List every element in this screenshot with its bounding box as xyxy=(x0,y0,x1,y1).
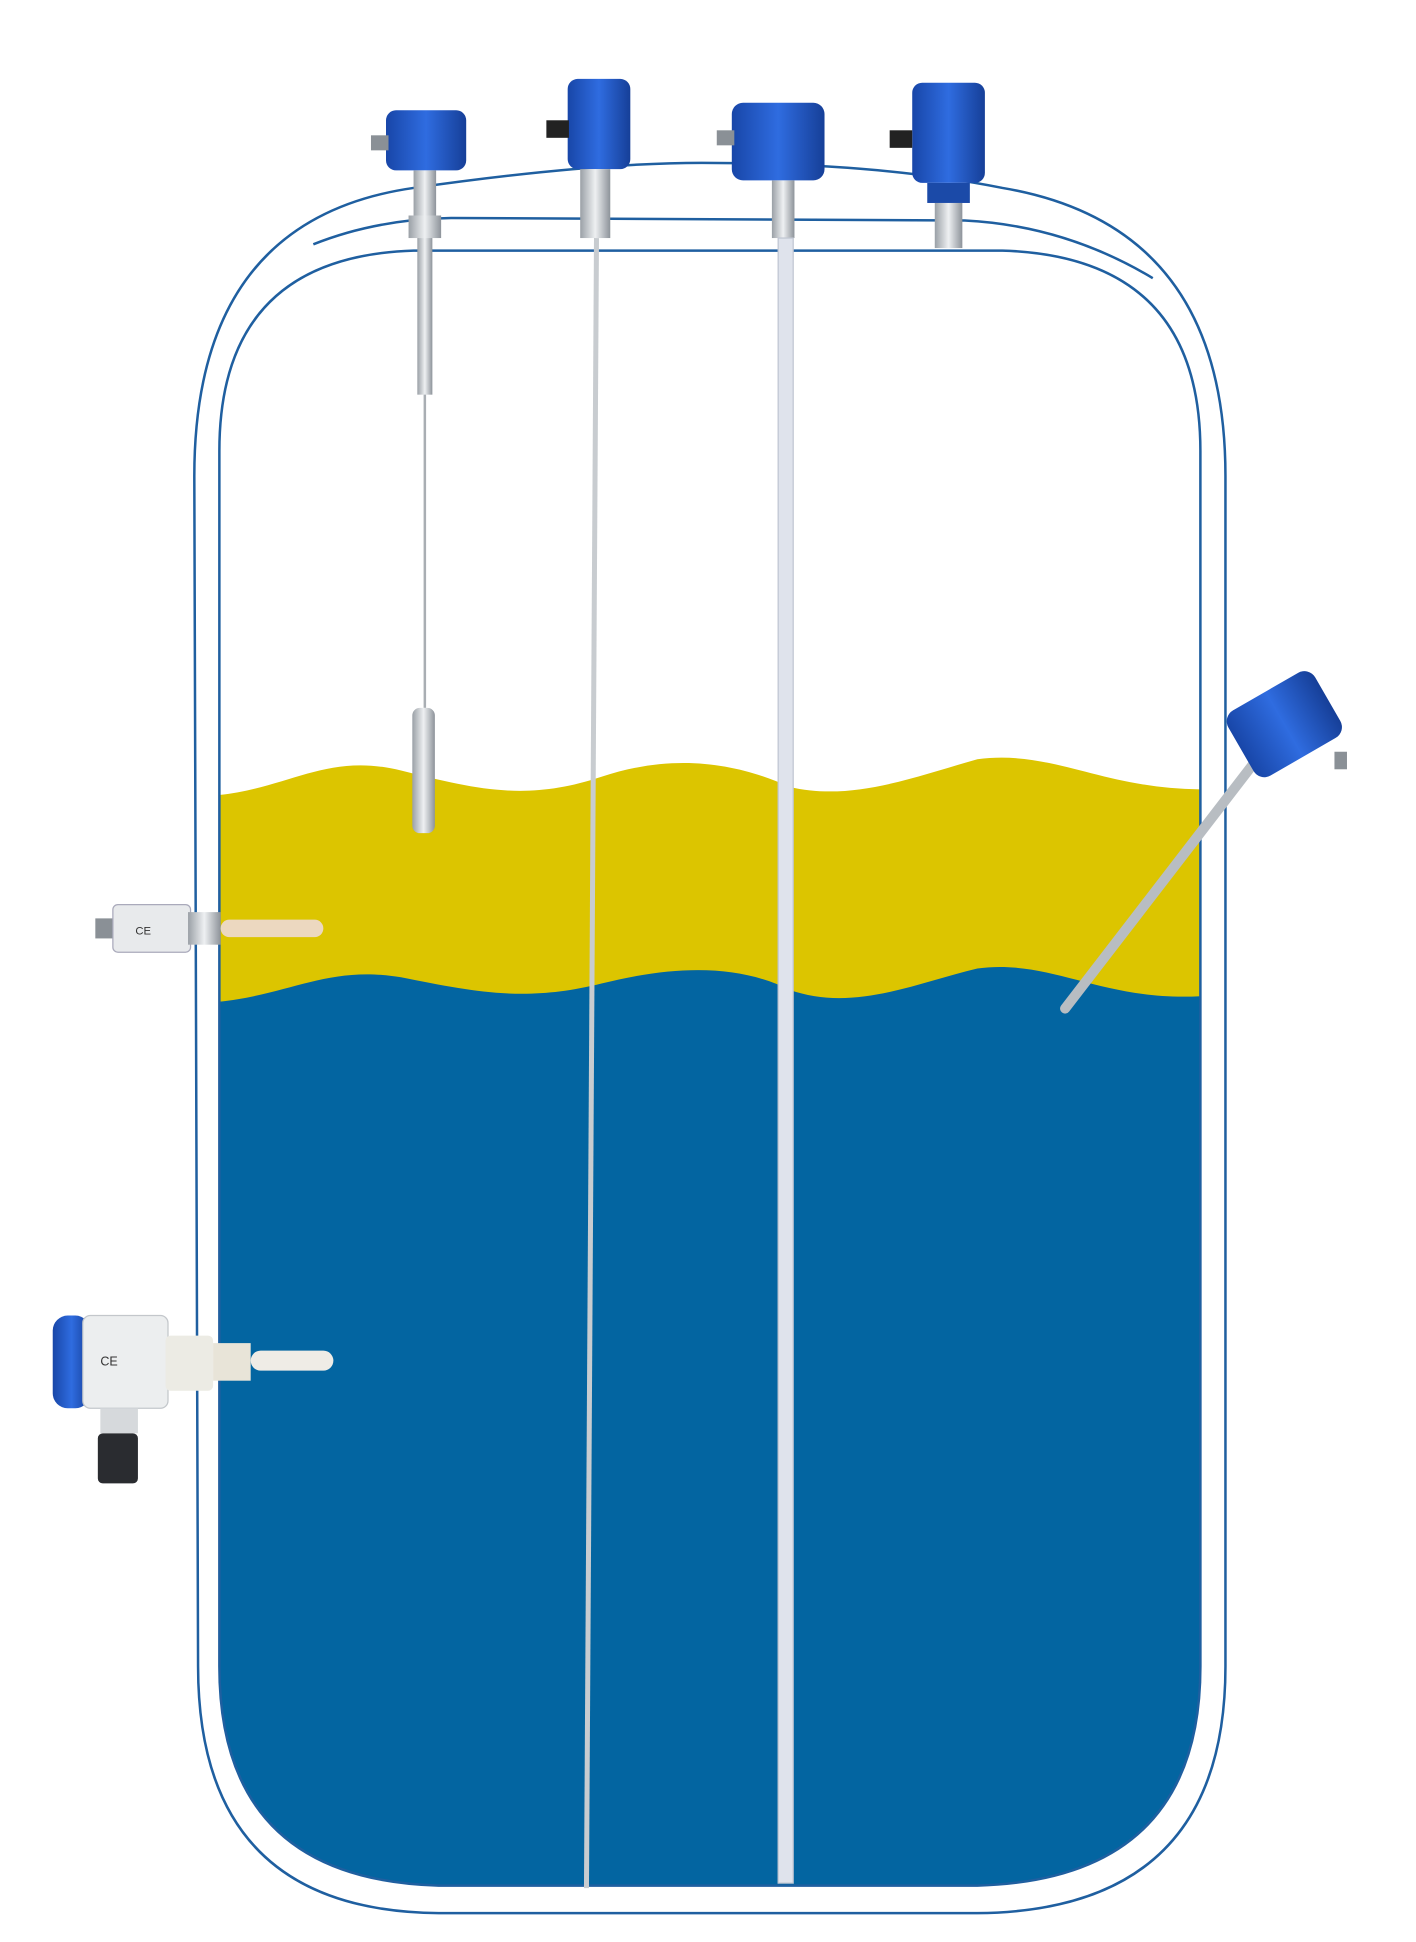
upper-liquid-layer xyxy=(219,757,1201,1003)
tank-roof-line xyxy=(312,216,1154,280)
rod-probe-thin-sensor[interactable] xyxy=(546,78,631,1889)
ce-mark: CE xyxy=(100,1355,117,1369)
compact-side-sensor[interactable]: CE xyxy=(95,903,324,953)
capacitive-side-sensor[interactable]: CE xyxy=(52,1314,334,1484)
tank-inner-wall xyxy=(218,249,1202,1887)
float-rope-sensor[interactable] xyxy=(370,110,467,834)
angled-rod-sensor[interactable] xyxy=(1060,667,1347,1014)
coated-rod-probe-sensor[interactable] xyxy=(716,102,825,1884)
lower-liquid xyxy=(219,967,1201,1886)
ce-mark: CE xyxy=(135,926,151,938)
float-weight xyxy=(412,707,435,834)
radar-sensor[interactable] xyxy=(889,82,985,249)
tank-outer-wall xyxy=(193,161,1227,1915)
